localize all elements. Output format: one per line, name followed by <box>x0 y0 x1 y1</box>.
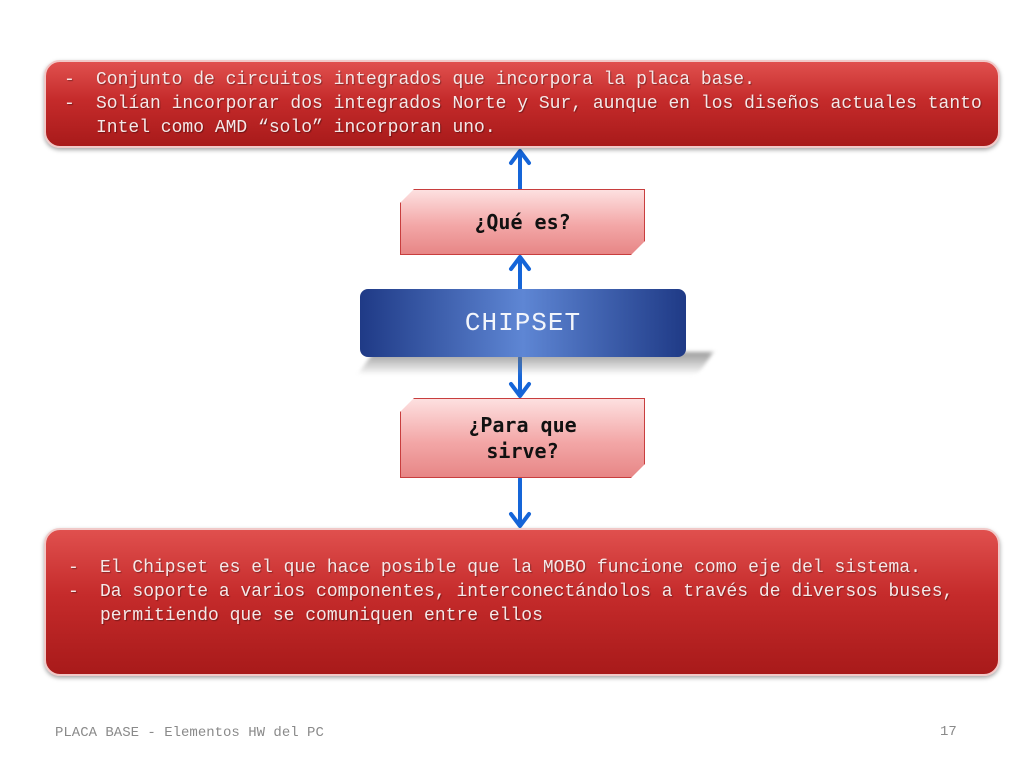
what-for-description-box: El Chipset es el que hace posible que la… <box>44 528 1000 676</box>
footer-title: PLACA BASE - Elementos HW del PC <box>55 725 324 741</box>
what-for-heading-box: ¿Para que sirve? <box>400 398 645 478</box>
what-for-bullet-2: Da soporte a varios componentes, interco… <box>68 580 982 628</box>
what-for-bullet-list: El Chipset es el que hace posible que la… <box>68 556 982 628</box>
arrowhead-para <box>509 382 531 398</box>
what-for-heading-line-2: sirve? <box>486 439 559 463</box>
arrowhead-que <box>509 255 531 271</box>
what-is-heading-box: ¿Qué es? <box>400 189 645 255</box>
chipset-title-box: CHIPSET <box>360 289 686 357</box>
what-is-bullet-2: Solían incorporar dos integrados Norte y… <box>64 92 982 140</box>
what-for-heading-line-1: ¿Para que <box>468 413 577 437</box>
arrowhead-top <box>509 149 531 165</box>
what-is-heading: ¿Qué es? <box>474 210 571 234</box>
what-is-description-box: Conjunto de circuitos integrados que inc… <box>44 60 1000 148</box>
page-number: 17 <box>940 724 957 740</box>
what-is-bullet-list: Conjunto de circuitos integrados que inc… <box>64 68 982 140</box>
what-for-bullet-1: El Chipset es el que hace posible que la… <box>68 556 982 580</box>
what-is-bullet-1: Conjunto de circuitos integrados que inc… <box>64 68 982 92</box>
chipset-title: CHIPSET <box>464 308 582 338</box>
what-for-heading: ¿Para que sirve? <box>468 412 576 464</box>
arrowhead-bottom <box>509 512 531 528</box>
